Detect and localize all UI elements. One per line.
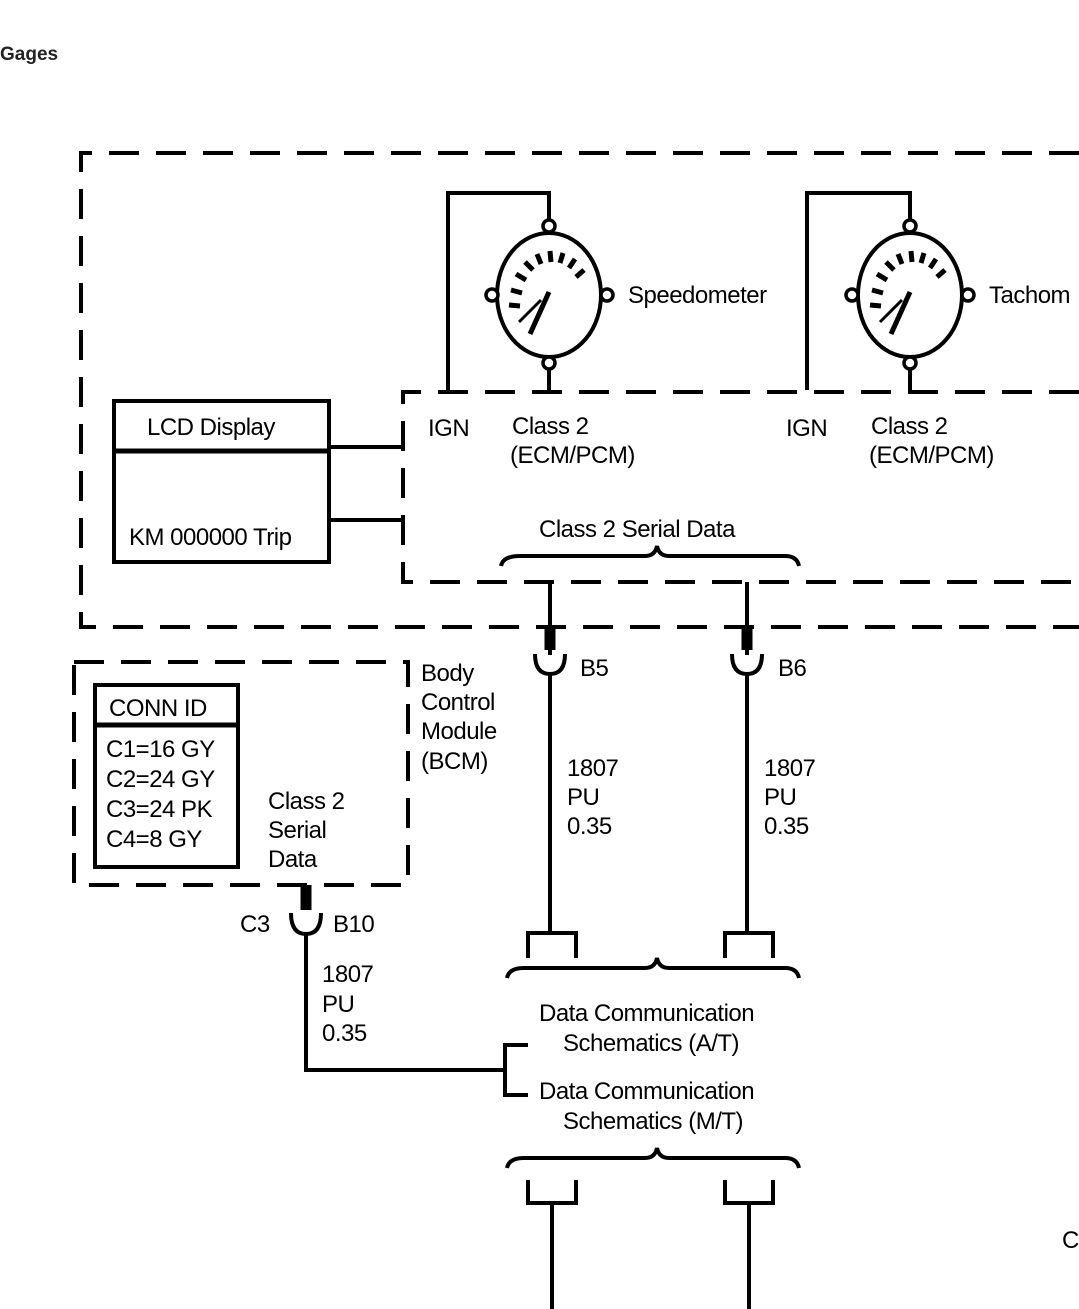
wire-b6 — [730, 582, 764, 933]
wire1-color: PU — [567, 784, 599, 811]
tachometer-label: Tachom — [989, 282, 1070, 309]
class2-label-1b: (ECM/PCM) — [510, 442, 635, 469]
edge-glyph: C — [1062, 1227, 1079, 1254]
instrument-cluster-outline — [79, 151, 1079, 629]
bcm-serial-line1: Class 2 — [268, 788, 345, 815]
bcm-label-line1: Body — [421, 660, 474, 687]
conn-id-c4: C4=8 GY — [106, 826, 202, 853]
lcd-display-title: LCD Display — [147, 414, 275, 441]
ref-at-line1: Data Communication — [539, 1000, 754, 1027]
serial-data-brace — [499, 545, 801, 567]
lcd-display-readout: KM 000000 Trip — [129, 524, 292, 551]
speedometer-label: Speedometer — [628, 282, 767, 309]
bcm-label-line3: Module — [421, 718, 497, 745]
class2-label-2a: Class 2 — [871, 413, 948, 440]
ign-label-1: IGN — [428, 415, 469, 442]
page-title: Gages — [0, 44, 59, 65]
wire3-color: PU — [322, 991, 354, 1018]
wire1-circuit: 1807 — [567, 755, 619, 782]
ref-mt-line1: Data Communication — [539, 1078, 754, 1105]
bcm-label-line2: Control — [421, 689, 495, 716]
pin-b6-label: B6 — [778, 655, 807, 682]
pin-b10-label: B10 — [333, 911, 374, 938]
conn-id-c1: C1=16 GY — [106, 736, 215, 763]
wire3-circuit: 1807 — [322, 961, 374, 988]
class2-label-2b: (ECM/PCM) — [869, 442, 994, 469]
wire2-color: PU — [764, 784, 796, 811]
serial-data-label: Class 2 Serial Data — [539, 516, 736, 543]
bcm-serial-line2: Serial — [268, 817, 326, 844]
wire3-size: 0.35 — [322, 1020, 367, 1047]
ign-label-2: IGN — [786, 415, 827, 442]
wire2-size: 0.35 — [764, 813, 809, 840]
conn-id-c3: C3=24 PK — [106, 796, 213, 823]
conn-id-box — [93, 683, 240, 869]
pin-b5-label: B5 — [580, 655, 609, 682]
conn-id-title: CONN ID — [109, 695, 207, 722]
ref-mt-line2: Schematics (M/T) — [563, 1108, 743, 1135]
ref-at-line2: Schematics (A/T) — [563, 1030, 739, 1057]
data-comm-connectors — [503, 931, 801, 1309]
conn-id-c2: C2=24 GY — [106, 766, 215, 793]
wire-b5 — [533, 582, 567, 933]
lcd-display-box — [112, 399, 403, 564]
wire1-size: 0.35 — [567, 813, 612, 840]
wire-b10 — [289, 885, 505, 1072]
bcm-label-line4: (BCM) — [421, 748, 488, 775]
connector-c3-label: C3 — [240, 911, 270, 938]
bcm-serial-line3: Data — [268, 846, 318, 873]
bcm-outline — [72, 660, 410, 887]
class2-label-1a: Class 2 — [512, 413, 589, 440]
wire2-circuit: 1807 — [764, 755, 816, 782]
speedometer-gauge-icon — [446, 191, 615, 390]
cluster-module-outline — [401, 390, 1079, 584]
tachometer-gauge-icon — [805, 191, 976, 390]
